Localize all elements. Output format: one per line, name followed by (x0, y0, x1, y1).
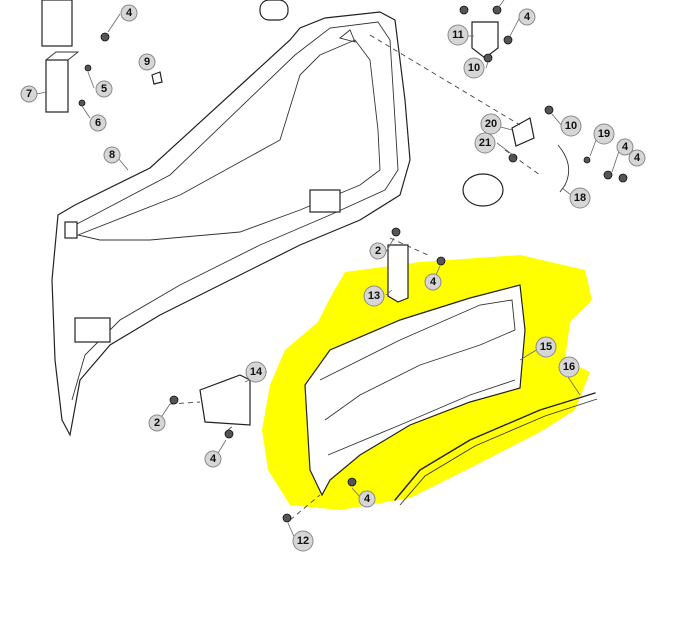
svg-text:4: 4 (430, 276, 437, 288)
svg-text:11: 11 (452, 29, 464, 41)
svg-text:15: 15 (540, 341, 552, 353)
svg-text:7: 7 (26, 88, 32, 100)
svg-text:10: 10 (565, 120, 577, 132)
callout-4-lower-left: 4 (204, 450, 222, 468)
svg-text:13: 13 (368, 290, 380, 302)
svg-text:4: 4 (524, 11, 531, 23)
svg-text:10: 10 (468, 62, 480, 74)
callout-19: 19 (593, 123, 615, 145)
callout-6: 6 (89, 114, 107, 132)
callout-8: 8 (103, 146, 121, 164)
lower-panel-part-15 (304, 284, 526, 497)
callout-5: 5 (95, 80, 113, 98)
callout-21: 21 (474, 132, 496, 154)
svg-text:4: 4 (210, 453, 217, 465)
callout-4: 4 (120, 4, 138, 22)
svg-text:4: 4 (126, 7, 133, 19)
right-hardware-cluster (462, 105, 628, 207)
svg-text:4: 4 (364, 493, 371, 505)
svg-text:18: 18 (574, 192, 586, 204)
svg-text:2: 2 (375, 245, 381, 257)
callout-4-right-a: 4 (616, 138, 634, 156)
svg-text:6: 6 (95, 117, 101, 129)
seal-strip-part-16 (394, 392, 596, 501)
svg-text:8: 8 (109, 149, 115, 161)
svg-text:16: 16 (563, 361, 575, 373)
door-panel-part-8 (51, 11, 411, 437)
callout-16: 16 (558, 356, 580, 378)
callout-13: 13 (363, 285, 385, 307)
svg-text:2: 2 (154, 417, 160, 429)
bracket-part-13 (387, 227, 446, 303)
callout-4-mid: 4 (424, 273, 442, 291)
callout-4-upper-right: 4 (518, 8, 536, 26)
callout-11: 11 (447, 24, 469, 46)
callout-10-upper: 10 (463, 57, 485, 79)
callout-2-lower: 2 (148, 414, 166, 432)
callout-9: 9 (138, 53, 156, 71)
svg-text:12: 12 (297, 535, 309, 547)
svg-text:4: 4 (622, 141, 629, 153)
callout-12: 12 (292, 530, 314, 552)
svg-text:9: 9 (144, 56, 150, 68)
callout-4-lower: 4 (358, 490, 376, 508)
callout-7: 7 (20, 85, 38, 103)
svg-text:14: 14 (250, 366, 263, 378)
callout-14: 14 (245, 361, 267, 383)
svg-text:20: 20 (485, 118, 497, 130)
svg-text:5: 5 (101, 83, 107, 95)
svg-text:4: 4 (634, 152, 641, 164)
callout-15: 15 (535, 336, 557, 358)
callout-20: 20 (480, 113, 502, 135)
upper-left-hinge (41, 0, 289, 113)
upper-right-bracket (459, 5, 513, 63)
svg-text:21: 21 (479, 137, 491, 149)
svg-text:19: 19 (598, 128, 610, 140)
callout-2-upper: 2 (369, 242, 387, 260)
callout-18: 18 (569, 187, 591, 209)
bracket-part-14 (169, 374, 251, 439)
callout-10-lower: 10 (560, 115, 582, 137)
callout-4-right-b: 4 (628, 149, 646, 167)
